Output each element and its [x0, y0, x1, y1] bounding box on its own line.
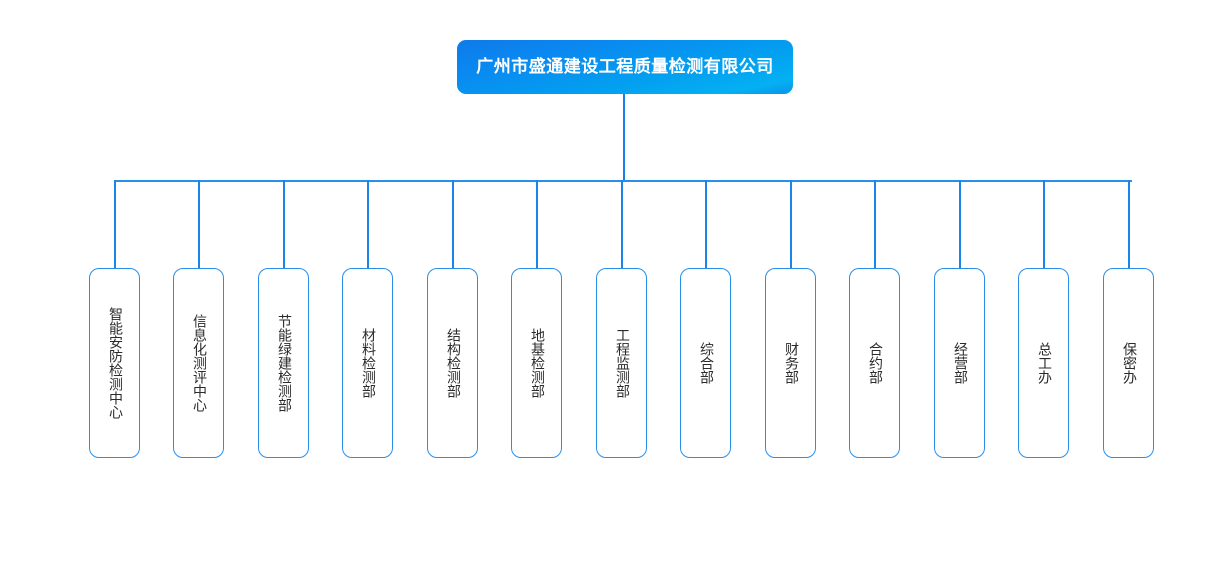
node-label: 综合部 [698, 342, 714, 384]
node-label: 结构检测部 [445, 328, 461, 398]
node-label: 信息化测评中心 [191, 314, 207, 412]
node-intelligent-security-testing-center[interactable]: 智能安防检测中心 [89, 268, 140, 458]
node-label: 节能绿建检测部 [276, 314, 292, 412]
node-informatization-evaluation-center[interactable]: 信息化测评中心 [173, 268, 224, 458]
drop-connector-13 [1128, 180, 1130, 268]
root-node[interactable]: 广州市盛通建设工程质量检测有限公司 [457, 40, 793, 94]
node-foundation-testing-dept[interactable]: 地基检测部 [511, 268, 562, 458]
node-operations-dept[interactable]: 经营部 [934, 268, 985, 458]
bus-connector [114, 180, 1132, 182]
node-label: 保密办 [1121, 342, 1137, 384]
drop-connector-5 [452, 180, 454, 268]
drop-connector-11 [959, 180, 961, 268]
node-contract-dept[interactable]: 合约部 [849, 268, 900, 458]
drop-connector-10 [874, 180, 876, 268]
node-label: 总工办 [1036, 342, 1052, 384]
node-general-affairs-dept[interactable]: 综合部 [680, 268, 731, 458]
node-engineering-monitoring-dept[interactable]: 工程监测部 [596, 268, 647, 458]
node-label: 经营部 [952, 342, 968, 384]
node-energy-saving-green-building-dept[interactable]: 节能绿建检测部 [258, 268, 309, 458]
node-confidentiality-office[interactable]: 保密办 [1103, 268, 1154, 458]
drop-connector-6 [536, 180, 538, 268]
drop-connector-2 [198, 180, 200, 268]
drop-connector-1 [114, 180, 116, 268]
node-structural-testing-dept[interactable]: 结构检测部 [427, 268, 478, 458]
drop-connector-4 [367, 180, 369, 268]
node-label: 地基检测部 [529, 328, 545, 398]
drop-connector-7 [621, 180, 623, 268]
root-node-label: 广州市盛通建设工程质量检测有限公司 [476, 56, 774, 77]
node-material-testing-dept[interactable]: 材料检测部 [342, 268, 393, 458]
node-label: 材料检测部 [360, 328, 376, 398]
drop-connector-12 [1043, 180, 1045, 268]
node-label: 合约部 [867, 342, 883, 384]
trunk-connector [623, 94, 625, 181]
drop-connector-8 [705, 180, 707, 268]
node-label: 工程监测部 [614, 328, 630, 398]
node-chief-engineer-office[interactable]: 总工办 [1018, 268, 1069, 458]
drop-connector-9 [790, 180, 792, 268]
node-label: 财务部 [783, 342, 799, 384]
node-label: 智能安防检测中心 [107, 307, 123, 419]
drop-connector-3 [283, 180, 285, 268]
node-finance-dept[interactable]: 财务部 [765, 268, 816, 458]
